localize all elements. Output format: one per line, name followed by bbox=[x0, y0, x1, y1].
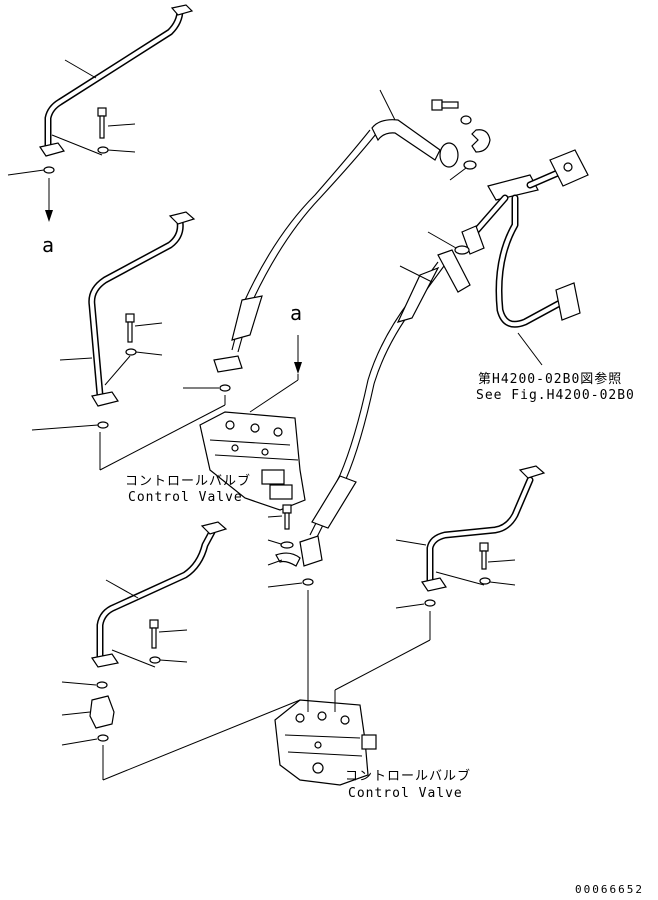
hose-upper bbox=[213, 89, 459, 373]
hose-lower bbox=[299, 249, 471, 567]
washer bbox=[97, 146, 109, 154]
small-parts-middle bbox=[267, 504, 301, 567]
o-ring bbox=[43, 166, 55, 174]
control-valve-label-en: Control Valve bbox=[128, 490, 243, 505]
ref-label-a-upper: a bbox=[42, 233, 54, 257]
connector-parts-top bbox=[431, 99, 491, 181]
o-ring bbox=[97, 421, 109, 429]
tube-assembly-top-left: a bbox=[7, 4, 194, 257]
bolt bbox=[125, 313, 135, 343]
fig-reference-jp: 第H4200-02B0図参照 bbox=[478, 371, 622, 387]
block-pipe-assembly: 第H4200-02B0図参照 See Fig.H4200-02B0 bbox=[427, 149, 635, 403]
tube-assembly-mid-left bbox=[31, 211, 196, 431]
control-valve-lower: コントロールバルブ Control Valve bbox=[274, 699, 471, 801]
ref-label-a-lower: a bbox=[290, 301, 302, 325]
control-valve-label-jp: コントロールバルブ bbox=[125, 473, 251, 489]
washer bbox=[125, 348, 137, 356]
control-valve-lower-label-jp: コントロールバルブ bbox=[345, 768, 471, 784]
tube-assembly-right bbox=[395, 465, 546, 609]
tube-assembly-bottom-left bbox=[61, 521, 228, 746]
fig-reference-en: See Fig.H4200-02B0 bbox=[476, 388, 635, 403]
control-valve-lower-label-en: Control Valve bbox=[348, 786, 463, 801]
bolt bbox=[97, 107, 107, 139]
document-number: 00066652 bbox=[575, 883, 644, 896]
control-valve-upper: コントロールバルブ Control Valve bbox=[125, 411, 306, 511]
o-ring bbox=[219, 384, 231, 392]
o-ring bbox=[302, 578, 314, 586]
